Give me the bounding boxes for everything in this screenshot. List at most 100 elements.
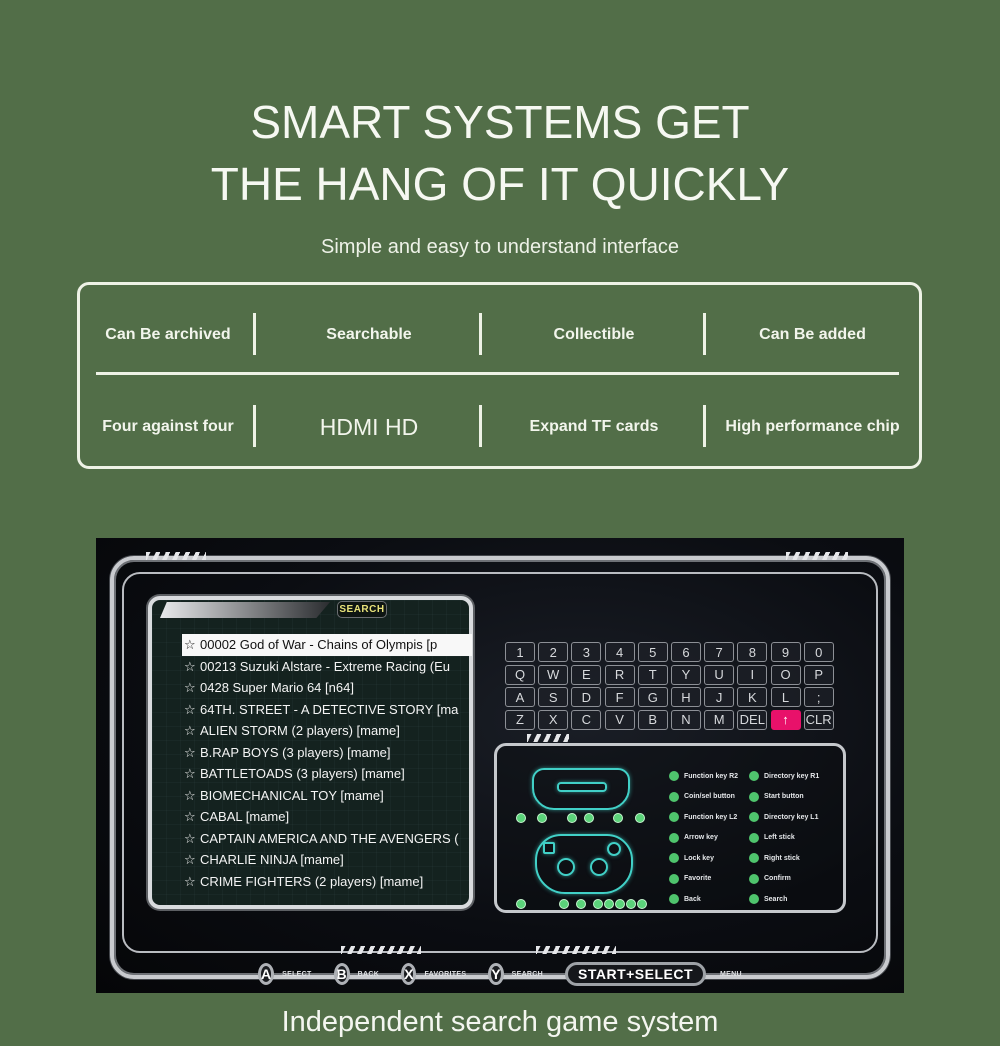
key-p[interactable]: P: [803, 664, 834, 685]
favorite-star-icon[interactable]: ☆: [184, 701, 196, 717]
search-tag[interactable]: SEARCH: [337, 601, 387, 618]
game-list-item[interactable]: ☆64TH. STREET - A DETECTIVE STORY [ma: [182, 699, 472, 721]
key-5[interactable]: 5: [637, 642, 668, 662]
favorite-star-icon[interactable]: ☆: [184, 873, 196, 889]
feature-label: Four against four: [102, 418, 234, 435]
legend-number-badge-icon: [749, 873, 759, 884]
game-title: B.RAP BOYS (3 players) [mame]: [200, 744, 391, 760]
key-o[interactable]: O: [770, 664, 801, 685]
game-list-item[interactable]: ☆CABAL [mame]: [182, 806, 472, 828]
legend-item: Arrow key: [669, 828, 749, 849]
game-list-item[interactable]: ☆ALIEN STORM (2 players) [mame]: [182, 720, 472, 742]
favorite-star-icon[interactable]: ☆: [184, 766, 196, 781]
callout-dot: [537, 813, 547, 823]
button-a-icon[interactable]: A: [258, 963, 275, 985]
legend-item: Left stick: [749, 828, 839, 849]
controller-top-view-icon: [532, 768, 630, 810]
key-t[interactable]: T: [637, 664, 668, 685]
key-j[interactable]: J: [704, 687, 735, 707]
key-k[interactable]: K: [737, 687, 768, 707]
key-6[interactable]: 6: [670, 642, 701, 662]
horizontal-divider: [96, 372, 899, 375]
legend-item: Directory key R1: [749, 766, 839, 787]
game-list-item[interactable]: ☆BATTLETOADS (3 players) [mame]: [182, 763, 472, 785]
favorite-star-icon[interactable]: ☆: [184, 852, 196, 867]
key-semicolon[interactable]: ;: [803, 687, 834, 707]
key-8[interactable]: 8: [737, 642, 768, 662]
game-list-item[interactable]: ☆B.RAP BOYS (3 players) [mame]: [182, 742, 472, 764]
key-v[interactable]: V: [604, 709, 635, 730]
favorite-star-icon[interactable]: ☆: [184, 744, 196, 760]
favorite-star-icon[interactable]: ☆: [184, 809, 196, 824]
key-c[interactable]: C: [571, 709, 602, 730]
key-r[interactable]: R: [604, 664, 635, 685]
key-u[interactable]: U: [704, 664, 735, 685]
key-i[interactable]: I: [737, 664, 768, 685]
callout-dot: [576, 899, 586, 909]
controller-shoulder-icon: [557, 782, 607, 792]
key-2[interactable]: 2: [538, 642, 569, 662]
key-e[interactable]: E: [571, 664, 602, 685]
key-n[interactable]: N: [670, 709, 701, 730]
decor-stripes: [527, 734, 569, 742]
favorite-star-icon[interactable]: ☆: [184, 787, 196, 803]
game-list-item[interactable]: ☆00002 God of War - Chains of Olympis [p: [182, 634, 472, 656]
legend-item: Directory key L1: [749, 807, 839, 828]
legend-number-badge-icon: [749, 832, 759, 843]
button-b-icon[interactable]: B: [333, 963, 350, 985]
game-list-item[interactable]: ☆CRIME FIGHTERS (2 players) [mame]: [182, 871, 472, 893]
feature-label: Searchable: [326, 326, 412, 343]
favorite-star-icon[interactable]: ☆: [184, 637, 196, 652]
legend-number-badge-icon: [749, 791, 759, 802]
legend-label: Directory key R1: [764, 772, 820, 780]
key-s[interactable]: S: [538, 687, 569, 707]
game-list-item[interactable]: ☆00213 Suzuki Alstare - Extreme Racing (…: [182, 656, 472, 678]
game-list-item[interactable]: ☆CHARLIE NINJA [mame]: [182, 849, 472, 871]
game-list-item[interactable]: ☆0428 Super Mario 64 [n64]: [182, 677, 472, 699]
key-b[interactable]: B: [637, 709, 668, 730]
key-a[interactable]: A: [505, 687, 535, 707]
key-q[interactable]: Q: [505, 664, 535, 685]
legend-number-badge-icon: [749, 894, 759, 905]
key-x[interactable]: X: [538, 709, 569, 730]
subtitle: Simple and easy to understand interface: [321, 236, 679, 258]
favorite-star-icon[interactable]: ☆: [184, 658, 196, 674]
key-3[interactable]: 3: [571, 642, 602, 662]
key-w[interactable]: W: [538, 664, 569, 685]
game-list-item[interactable]: ☆CAPTAIN AMERICA AND THE AVENGERS (: [182, 828, 472, 850]
key-1[interactable]: 1: [505, 642, 535, 662]
key-z[interactable]: Z: [505, 709, 535, 730]
key-9[interactable]: 9: [770, 642, 801, 662]
callout-dot: [637, 899, 647, 909]
start-select-button[interactable]: START+SELECT: [565, 962, 707, 986]
legend-number-badge-icon: [749, 812, 759, 823]
favorite-star-icon[interactable]: ☆: [184, 830, 196, 846]
legend-label: Start button: [764, 793, 804, 801]
key-h[interactable]: H: [670, 687, 701, 707]
legend-number-badge-icon: [669, 894, 679, 905]
key-7[interactable]: 7: [704, 642, 735, 662]
legend-label: Right stick: [764, 854, 800, 862]
favorite-star-icon[interactable]: ☆: [184, 680, 196, 695]
headline-line-1: SMART SYSTEMS GET: [250, 96, 750, 148]
key-d[interactable]: D: [571, 687, 602, 707]
button-y-icon[interactable]: Y: [488, 963, 504, 985]
legend-label: Function key R2: [684, 772, 739, 780]
key-g[interactable]: G: [637, 687, 668, 707]
shift-key-icon[interactable]: ↑: [770, 709, 801, 730]
key-m[interactable]: M: [704, 709, 735, 730]
key-4[interactable]: 4: [604, 642, 635, 662]
key-clr[interactable]: CLR: [803, 709, 834, 730]
key-del[interactable]: DEL: [737, 709, 768, 730]
button-x-icon[interactable]: X: [401, 963, 417, 985]
legend-label: Confirm: [764, 875, 791, 883]
key-l[interactable]: L: [770, 687, 801, 707]
key-0[interactable]: 0: [803, 642, 834, 662]
favorite-star-icon[interactable]: ☆: [184, 723, 196, 738]
legend-item: Right stick: [749, 848, 839, 869]
game-list-item[interactable]: ☆BIOMECHANICAL TOY [mame]: [182, 785, 472, 807]
key-f[interactable]: F: [604, 687, 635, 707]
key-y[interactable]: Y: [670, 664, 701, 685]
game-title: CRIME FIGHTERS (2 players) [mame]: [200, 873, 424, 889]
